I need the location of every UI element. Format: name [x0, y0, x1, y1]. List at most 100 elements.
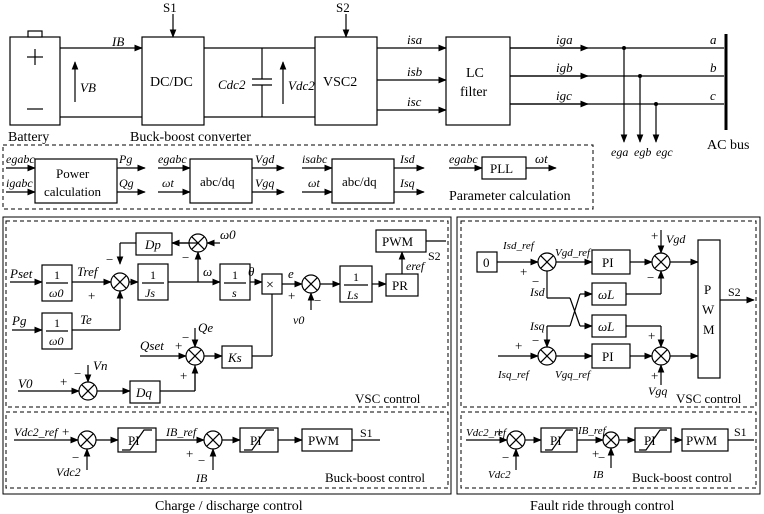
switch-s1-label: S1 [163, 0, 177, 15]
dq2-output-isd: Isd [399, 152, 416, 166]
charge-discharge-caption: Charge / discharge control [155, 499, 303, 514]
pg-label: Pg [11, 313, 27, 328]
power-calculation-label-2: calculation [44, 184, 102, 199]
ib-label-left: IB [195, 471, 208, 485]
abc-dq-label-current: abc/dq [342, 174, 377, 189]
pwm-label-buck-left: PWM [308, 433, 340, 448]
pi-label-d: PI [602, 255, 614, 270]
abc-dq-label-voltage: abc/dq [200, 174, 235, 189]
svg-text:+: + [186, 446, 193, 461]
buck-boost-control-caption-right: Buck-boost control [632, 470, 732, 485]
svg-text:−: − [198, 453, 205, 468]
vgd-ref-label: Vgd_ref [555, 247, 592, 259]
s1-output-label-left: S1 [360, 426, 373, 440]
parameter-calculation-panel: egabc igabc Power calculation Pg Qg egab… [2, 144, 594, 210]
svg-text:+: + [88, 288, 95, 303]
pi-block-voltage-right [540, 427, 578, 453]
ib-label-right: IB [592, 469, 604, 481]
dc-capacitor-label: Cdc2 [218, 77, 246, 92]
pll-label: PLL [490, 161, 513, 176]
omega-label: ω [203, 264, 212, 279]
power-calculation-block [34, 158, 118, 204]
battery-voltage-label: VB [80, 80, 96, 95]
gain-num-1: 1 [54, 268, 60, 282]
pwm-label-buck-right: PWM [686, 433, 718, 448]
battery [9, 30, 61, 126]
pwm-letter-w: W [702, 302, 715, 317]
dc-link-voltage-label: Vdc2 [288, 78, 315, 93]
phase-a-label: a [710, 32, 717, 47]
voltage-egb-label: egb [634, 145, 651, 159]
ac-bus-label: AC bus [707, 138, 749, 153]
vsc-control-caption-right: VSC control [676, 391, 742, 406]
svg-text:−: − [598, 450, 605, 465]
pi-label-q: PI [602, 349, 614, 364]
pwm-letter-m: M [703, 322, 715, 337]
svg-text:−: − [106, 252, 113, 267]
pwm-label-vsc: PWM [382, 234, 414, 249]
pr-label: PR [392, 278, 408, 293]
power-output-qg: Qg [119, 176, 134, 190]
svg-text:−: − [72, 450, 79, 465]
ib-ref-label-left: IB_ref [165, 425, 198, 439]
dp-label: Dp [144, 237, 161, 252]
power-input-egabc: egabc [6, 152, 35, 166]
e-label: e [288, 266, 294, 281]
current-igc-label: igc [556, 88, 572, 103]
vgq-ref-label: Vgq_ref [555, 369, 592, 381]
svg-text:+: + [520, 264, 527, 279]
pwm-block-vsc-right [697, 239, 721, 379]
minus-sign: − [182, 250, 189, 265]
zero-label: 0 [483, 255, 490, 270]
svg-text:+: + [651, 228, 658, 243]
svg-text:+: + [180, 368, 187, 383]
v0-label: v0 [293, 313, 304, 327]
dq2-input-isabc: isabc [302, 152, 328, 166]
lc-filter-label-line1: LC [466, 66, 484, 81]
dq1-output-vgq: Vgq [255, 176, 274, 190]
inertia-den: Js [145, 286, 155, 300]
svg-text:−: − [74, 366, 81, 381]
integrator-den: s [232, 286, 237, 300]
lc-filter-block [445, 36, 511, 126]
ls-num: 1 [353, 270, 359, 284]
switch-s2-label: S2 [336, 0, 350, 15]
pll-input-egabc: egabc [449, 152, 478, 166]
theta-label: θ [248, 264, 255, 279]
abc-dq-block-current [331, 158, 395, 204]
vdc2-ref-label-right: Vdc2_ref [466, 427, 508, 439]
vgq-label-right: Vgq [648, 384, 667, 398]
svg-text:+: + [515, 338, 522, 353]
power-input-igabc: igabc [6, 176, 33, 190]
eref-label: eref [406, 259, 426, 273]
pi-label-current-left: PI [250, 433, 262, 448]
pwm-letter-p: P [704, 282, 711, 297]
s1-output-label-right: S1 [734, 425, 747, 439]
fault-ride-through-caption: Fault ride through control [530, 499, 674, 514]
voltage-egc-label: egc [656, 145, 673, 159]
svg-text:−: − [647, 270, 654, 285]
ib-ref-label-right: IB_ref [577, 425, 608, 437]
omega-l-label-d: ωL [598, 287, 614, 302]
svg-text:+: + [60, 374, 67, 389]
vsc-control-caption-left: VSC control [355, 391, 421, 406]
svg-text:+: + [288, 288, 295, 303]
gain-num-2: 1 [54, 316, 60, 330]
integrator-num: 1 [232, 268, 238, 282]
dcdc-label: DC/DC [150, 75, 193, 90]
pi-label-voltage-left: PI [128, 433, 140, 448]
parameter-calculation-caption: Parameter calculation [449, 189, 571, 204]
svg-text:+: + [651, 368, 658, 383]
power-output-pg: Pg [118, 152, 132, 166]
isq-label-right: Isq [529, 319, 545, 333]
ls-den: Ls [346, 288, 359, 302]
current-igb-label: igb [556, 60, 573, 75]
pll-output-omegat: ωt [535, 151, 548, 166]
dq1-input-egabc: egabc [158, 152, 187, 166]
pset-label: Pset [9, 266, 33, 281]
omega-l-label-q: ωL [598, 319, 614, 334]
pi-label-voltage-right: PI [550, 433, 562, 448]
vgd-label-right: Vgd [666, 232, 686, 246]
fault-ride-through-panel: 0 Isd_ref + Vgd_ref PI + Vgd Isd − ωL ωL… [456, 216, 761, 514]
